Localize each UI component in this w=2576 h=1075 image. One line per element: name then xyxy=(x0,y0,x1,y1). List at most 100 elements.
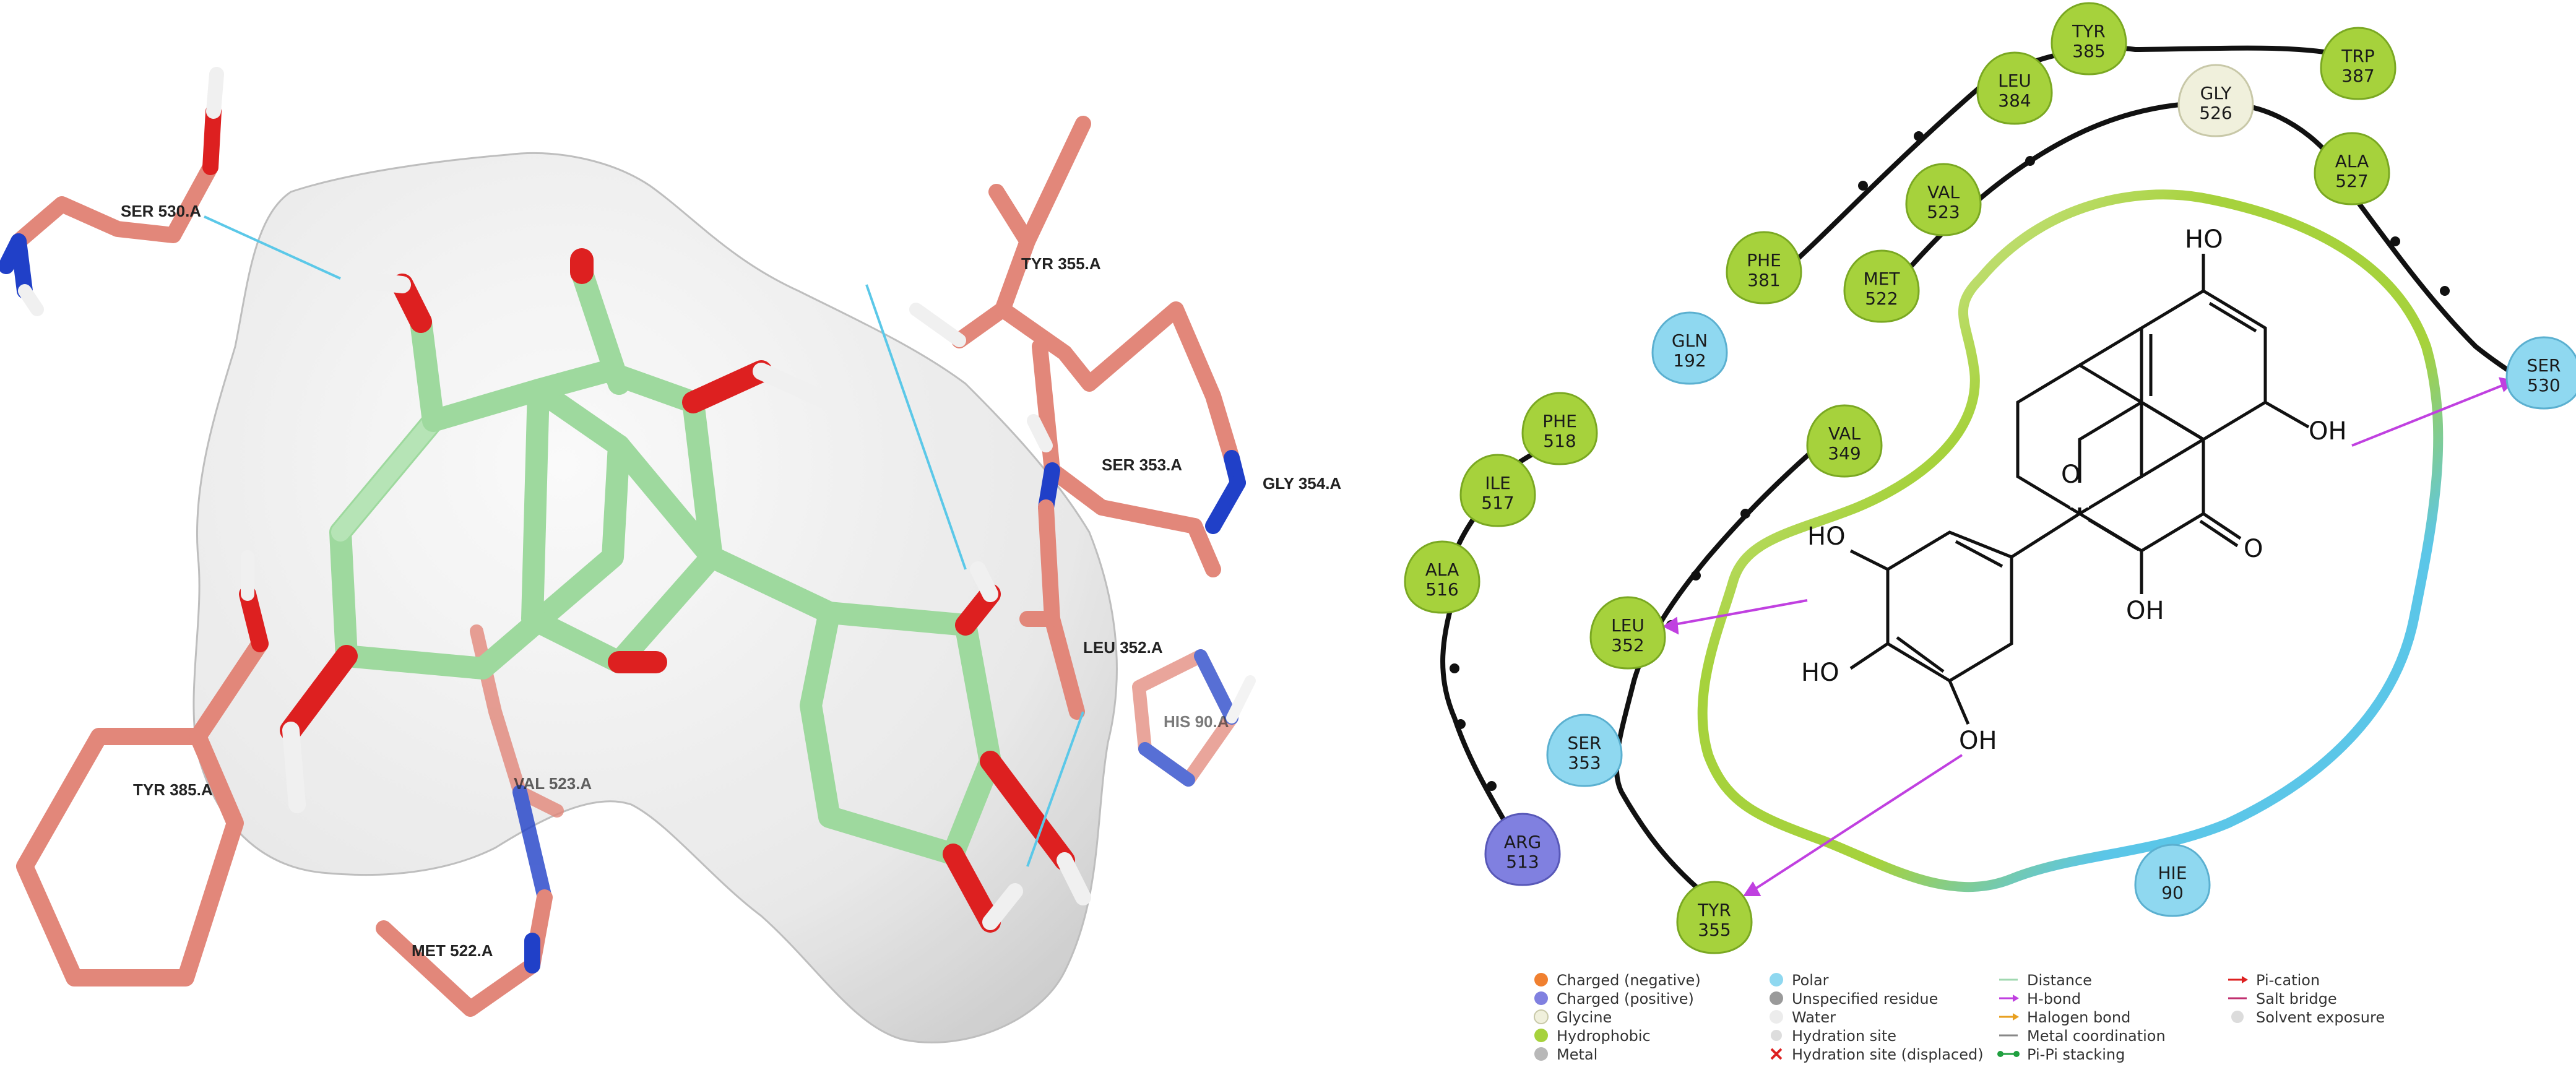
res-val523: VAL 523 xyxy=(1905,163,1982,236)
res-ser353: SER 353 xyxy=(1546,714,1623,787)
legend-unspecified-residue: Unspecified residue xyxy=(1792,990,1938,1008)
legend-polar: Polar xyxy=(1792,972,1829,989)
svg-text:530: 530 xyxy=(2527,375,2560,395)
legend-charged-negative: Charged (negative) xyxy=(1557,972,1701,989)
residue-his90-3d xyxy=(1132,649,1256,787)
svg-text:385: 385 xyxy=(2072,41,2105,61)
label-met522-3d: MET 522.A xyxy=(412,941,493,960)
res-ile517: ILE 517 xyxy=(1459,454,1536,527)
label-tyr385-3d: TYR 385.A xyxy=(133,780,213,799)
res-arg513: ARG 513 xyxy=(1484,813,1561,886)
res-leu352: LEU 352 xyxy=(1589,596,1666,670)
residue-ser530-3d xyxy=(0,67,224,316)
svg-text:526: 526 xyxy=(2199,103,2232,123)
svg-text:ILE: ILE xyxy=(1485,473,1511,493)
legend: Charged (negative) Charged (positive) Gl… xyxy=(1534,972,2385,1063)
atom-ho-top: HO xyxy=(2185,225,2223,254)
svg-text:TYR: TYR xyxy=(2072,21,2106,41)
svg-text:GLY: GLY xyxy=(2200,83,2232,103)
ligand-2d-atoms: HO OH O O OH HO HO OH xyxy=(1801,225,2347,755)
atom-ring-o: O xyxy=(2061,460,2080,489)
atom-keto-o: O xyxy=(2244,535,2263,563)
hbond-his90-3d xyxy=(1026,711,1084,867)
legend-h-bond: H-bond xyxy=(2027,990,2081,1008)
svg-text:381: 381 xyxy=(1747,270,1780,290)
hbond-ser530-2d xyxy=(2351,382,2507,447)
label-ser353-3d: SER 353.A xyxy=(1102,455,1182,474)
res-gly526: GLY 526 xyxy=(2177,64,2254,137)
svg-text:ARG: ARG xyxy=(1504,832,1541,852)
labels-3d: SER 530.A TYR 355.A SER 353.A GLY 354.A … xyxy=(121,202,1341,960)
legend-hydrophobic: Hydrophobic xyxy=(1557,1027,1651,1045)
atom-ho-2: HO xyxy=(1801,658,1839,687)
hbond-ser530-3d xyxy=(204,215,341,280)
res-hie90: HIE 90 xyxy=(2134,844,2211,917)
res-leu384: LEU 384 xyxy=(1976,51,2053,125)
legend-hydration-site: Hydration site xyxy=(1792,1027,1896,1045)
svg-text:518: 518 xyxy=(1543,431,1576,451)
res-trp387: TRP 387 xyxy=(2320,27,2397,100)
residue-leu352-3d xyxy=(1019,499,1085,720)
svg-text:LEU: LEU xyxy=(1998,71,2031,91)
pocket-outline xyxy=(1697,189,2444,892)
legend-hydration-site-displaced: Hydration site (displaced) xyxy=(1792,1046,1984,1063)
svg-text:384: 384 xyxy=(1998,90,2031,111)
ligand-3d xyxy=(280,248,1091,933)
hbonds-3d xyxy=(204,215,1084,867)
svg-text:TYR: TYR xyxy=(1697,900,1731,920)
res-phe518: PHE 518 xyxy=(1521,392,1598,465)
legend-pi-pi-stacking: Pi-Pi stacking xyxy=(2027,1046,2125,1063)
svg-text:513: 513 xyxy=(1506,852,1539,872)
res-ala527: ALA 527 xyxy=(2314,132,2390,205)
legend-salt-bridge: Salt bridge xyxy=(2256,990,2337,1008)
svg-text:SER: SER xyxy=(1568,733,1602,753)
atom-oh-bottom: OH xyxy=(2126,597,2164,625)
svg-text:VAL: VAL xyxy=(1828,423,1861,444)
svg-text:349: 349 xyxy=(1828,443,1861,464)
atom-oh-lower: OH xyxy=(1959,727,1997,755)
svg-text:387: 387 xyxy=(2341,66,2374,86)
svg-text:516: 516 xyxy=(1425,579,1458,600)
label-leu352-3d: LEU 352.A xyxy=(1083,638,1163,657)
res-tyr355: TYR 355 xyxy=(1676,881,1753,954)
svg-text:352: 352 xyxy=(1611,635,1644,655)
legend-distance: Distance xyxy=(2027,972,2092,989)
atom-oh-right: OH xyxy=(2309,417,2347,446)
res-met522: MET 522 xyxy=(1843,249,1920,323)
svg-text:523: 523 xyxy=(1927,202,1960,222)
svg-text:353: 353 xyxy=(1568,753,1601,773)
svg-text:355: 355 xyxy=(1698,920,1731,940)
label-tyr355-3d: TYR 355.A xyxy=(1021,254,1101,273)
svg-text:517: 517 xyxy=(1481,493,1514,513)
label-val523-3d: VAL 523.A xyxy=(514,774,592,793)
res-val349: VAL 349 xyxy=(1806,404,1883,478)
hbonds-2d xyxy=(1662,377,2516,896)
legend-charged-positive: Charged (positive) xyxy=(1557,990,1694,1008)
hbond-leu352-2d xyxy=(1671,599,1808,626)
svg-text:TRP: TRP xyxy=(2341,46,2374,66)
svg-text:PHE: PHE xyxy=(1542,411,1577,431)
label-ser530-3d: SER 530.A xyxy=(121,202,201,220)
atom-ho-1: HO xyxy=(1807,522,1846,551)
svg-text:HIE: HIE xyxy=(2158,863,2187,883)
legend-solvent-exposure: Solvent exposure xyxy=(2256,1009,2385,1026)
res-ala516: ALA 516 xyxy=(1404,540,1480,614)
hydration-displaced-icon xyxy=(1770,1048,1783,1060)
legend-pi-cation: Pi-cation xyxy=(2256,972,2320,989)
label-his90-3d: HIS 90.A xyxy=(1164,712,1229,731)
residue-markers-2d: TYR 385 TRP 387 LEU 384 GLY 526 ALA xyxy=(1404,2,2576,954)
svg-text:522: 522 xyxy=(1865,288,1898,309)
res-gln192: GLN 192 xyxy=(1651,311,1728,385)
svg-text:192: 192 xyxy=(1673,350,1706,371)
residue-met522-3d xyxy=(376,889,553,1017)
res-ser530: SER 530 xyxy=(2505,336,2576,410)
svg-text:90: 90 xyxy=(2161,883,2184,903)
svg-text:ALA: ALA xyxy=(1425,559,1459,580)
svg-text:LEU: LEU xyxy=(1611,615,1645,636)
res-tyr385: TYR 385 xyxy=(2051,2,2127,76)
svg-text:SER: SER xyxy=(2527,355,2561,376)
legend-water: Water xyxy=(1792,1009,1836,1026)
legend-metal-coordination: Metal coordination xyxy=(2027,1027,2166,1045)
legend-halogen-bond: Halogen bond xyxy=(2027,1009,2130,1026)
